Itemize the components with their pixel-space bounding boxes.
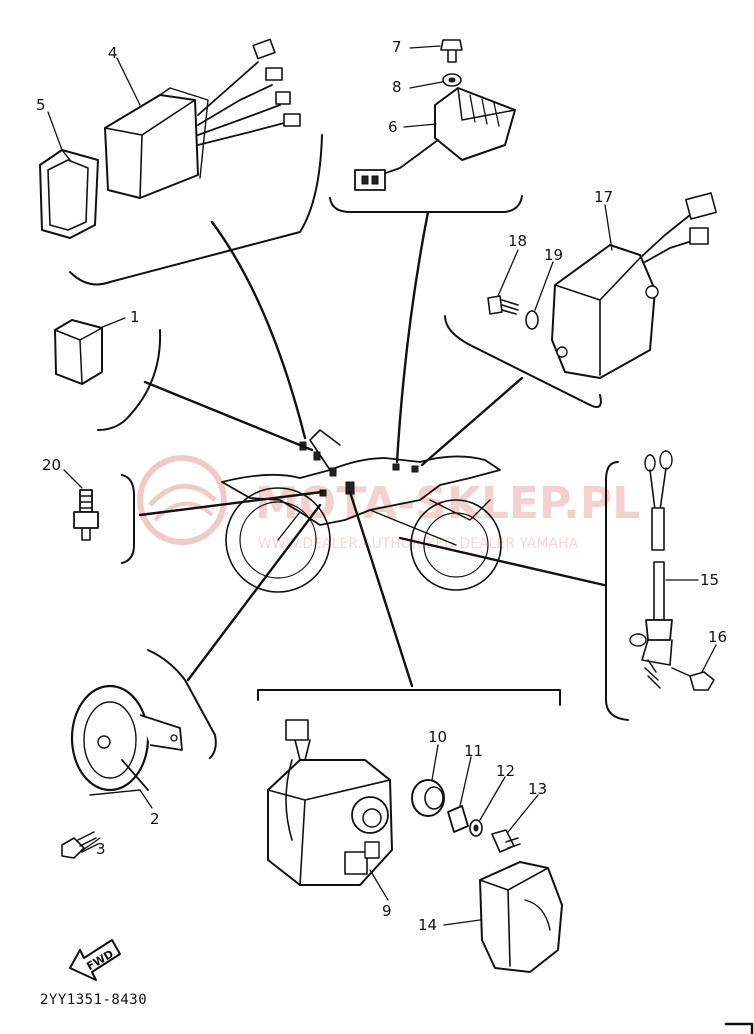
cdi-unit bbox=[104, 38, 301, 199]
electrical-box bbox=[267, 719, 393, 886]
callout-4: 4 bbox=[108, 44, 118, 62]
horn bbox=[61, 684, 183, 859]
callout-20: 20 bbox=[42, 456, 61, 474]
regulator bbox=[354, 39, 516, 191]
sensor-cable bbox=[629, 450, 715, 691]
callout-labels: 1 2 3 4 5 6 7 8 9 10 11 12 13 14 15 16 1… bbox=[36, 38, 727, 934]
callout-14: 14 bbox=[418, 916, 437, 934]
callout-19: 19 bbox=[544, 246, 563, 264]
corner-mark bbox=[724, 1022, 754, 1034]
spark-plug bbox=[73, 489, 99, 541]
relay bbox=[54, 319, 103, 385]
callout-8: 8 bbox=[392, 78, 402, 96]
callout-2: 2 bbox=[150, 810, 160, 828]
callout-13: 13 bbox=[528, 780, 547, 798]
motorcycle-outline bbox=[221, 429, 502, 593]
watermark-main: MOTA-SKLEP.PL bbox=[255, 478, 640, 529]
callout-18: 18 bbox=[508, 232, 527, 250]
diagram-code: 2YY1351-8430 bbox=[40, 992, 147, 1008]
callout-16: 16 bbox=[708, 628, 727, 646]
control-unit bbox=[487, 192, 717, 379]
callout-17: 17 bbox=[594, 188, 613, 206]
group-brackets bbox=[69, 134, 629, 759]
callout-leaders bbox=[47, 45, 717, 926]
small-parts bbox=[411, 779, 521, 853]
callout-10: 10 bbox=[428, 728, 447, 746]
callout-15: 15 bbox=[700, 571, 719, 589]
callout-1: 1 bbox=[130, 308, 140, 326]
callout-6: 6 bbox=[388, 118, 398, 136]
leader-lines bbox=[138, 210, 606, 688]
callout-11: 11 bbox=[464, 742, 483, 760]
callout-12: 12 bbox=[496, 762, 515, 780]
watermark-sub: WWW.DEALER.AUTHORIZED DEALER YAMAHA bbox=[258, 536, 579, 552]
cover-part bbox=[39, 149, 99, 239]
callout-5: 5 bbox=[36, 96, 46, 114]
callout-9: 9 bbox=[382, 902, 392, 920]
fwd-arrow-icon: FWD bbox=[69, 939, 121, 981]
callout-7: 7 bbox=[392, 38, 402, 56]
callout-3: 3 bbox=[96, 840, 106, 858]
watermark: MOTA-SKLEP.PL WWW.DEALER.AUTHORIZED DEAL… bbox=[137, 455, 640, 552]
cover-housing bbox=[479, 861, 563, 973]
